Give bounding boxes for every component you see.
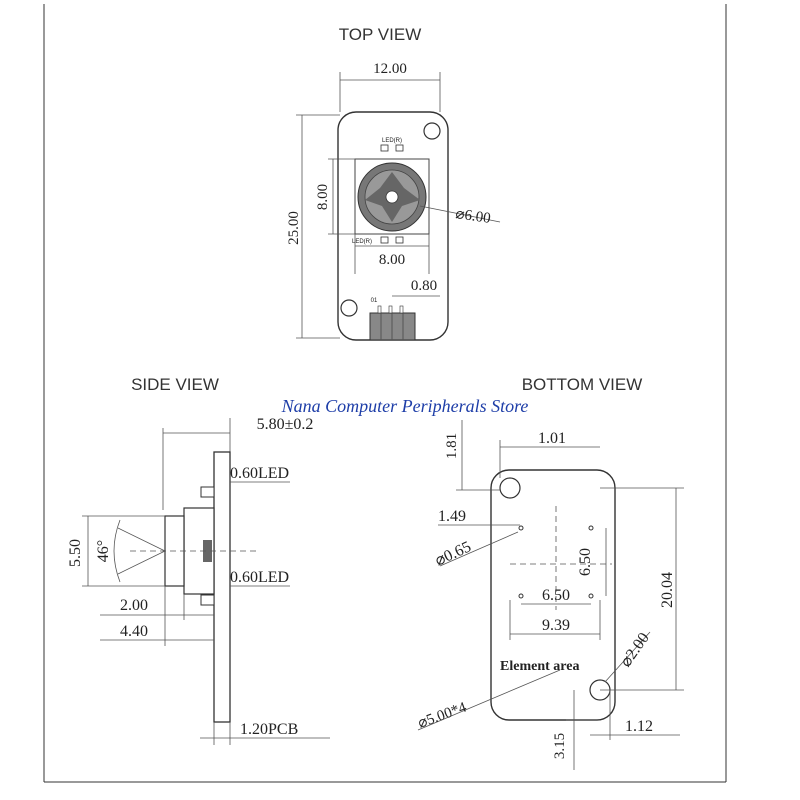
side-view-title: SIDE VIEW [131,375,219,394]
side-chip [203,540,212,562]
element-area-label: Element area [500,659,579,674]
bottom-holes-dim: ⌀5.00*4 [416,699,469,731]
top-view-title: TOP VIEW [339,25,422,44]
side-pcb-dim: 1.20PCB [240,721,298,738]
led-bottom-pad-left [380,236,389,244]
sensor-area [354,158,430,235]
side-dim-200: 2.00 [120,597,148,614]
top-view: TOP VIEW 12.00 25.00 8.00 8.00 ⌀6.0 [286,25,501,341]
side-dim-440: 4.40 [120,623,148,640]
mount-hole-bottom [340,299,358,317]
mount-hole-top [423,122,441,140]
bottom-dim-650-h: 6.50 [542,587,570,604]
led-bottom-label: LED(R) [352,239,372,245]
side-thickness-dim: 5.80±0.2 [257,416,314,433]
led-top-pad-left [380,144,389,152]
side-view: SIDE VIEW 5.80±0.2 0.60LED 0.60LED 46° 5… [67,375,330,745]
bottom-dim-101: 1.01 [538,430,566,447]
side-led-bottom: 0.60LED [230,569,289,586]
pin1-label: 01 [371,298,378,304]
bottom-dim-200: ⌀2.00 [617,630,653,671]
side-lens-height: 5.50 [67,539,84,567]
led-top-pad-right [395,144,404,152]
bottom-hole-top [499,477,521,499]
top-width-dim: 12.00 [373,61,407,77]
bottom-view-title: BOTTOM VIEW [522,375,643,394]
lens-diameter-dim: ⌀6.00 [454,206,491,227]
bottom-dim-650-v: 6.50 [577,548,594,576]
top-height-dim: 25.00 [286,211,302,245]
sensor-width-dim: 8.00 [379,252,405,268]
store-watermark: Nana Computer Peripherals Store [281,396,529,416]
lens-center [385,190,399,204]
bottom-dim-939: 9.39 [542,617,570,634]
bottom-dim-181: 1.81 [444,433,460,459]
side-pcb [213,451,231,723]
bottom-dim-065: ⌀0.65 [433,538,474,569]
led-top-label: LED(R) [382,138,402,144]
pitch-dim: 0.80 [411,278,437,294]
bottom-board-outline [490,469,616,721]
sensor-height-dim: 8.00 [315,184,331,210]
bottom-dim-315: 3.15 [552,733,568,759]
side-view-angle: 46° [95,540,112,562]
bottom-dim-149: 1.49 [438,508,466,525]
bottom-dim-112: 1.12 [625,718,653,735]
side-led-top: 0.60LED [230,465,289,482]
bottom-view: BOTTOM VIEW 1.81 1.01 1.49 ⌀0.65 6.50 6.… [416,375,684,770]
bottom-dim-2004: 20.04 [659,572,676,608]
led-bottom-pad-right [395,236,404,244]
